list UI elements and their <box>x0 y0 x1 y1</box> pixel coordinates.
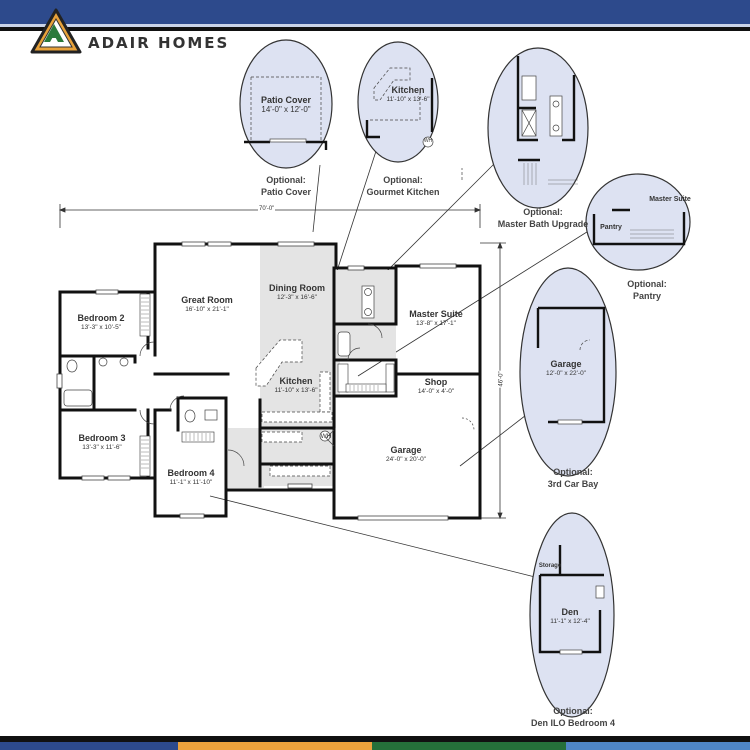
caption-patio-cover: Optional:Patio Cover <box>260 175 312 198</box>
inset-storage-label: Storage <box>538 563 562 569</box>
inset-pantry-label: Pantry <box>600 224 622 231</box>
overall-depth-dimension: 46'-0" <box>498 370 505 388</box>
footer-bar-lightblue <box>566 742 750 750</box>
inset-pantry-master-label: Master Suite <box>649 196 691 203</box>
header-stripe <box>0 24 750 27</box>
option-insets <box>239 39 691 718</box>
overall-width-dimension: 70'-0" <box>258 206 276 212</box>
caption-master-bath-upgrade: Optional:Master Bath Upgrade <box>497 207 589 230</box>
footer-bar-orange <box>178 742 372 750</box>
brand-name: ADAIR HOMES <box>88 34 230 52</box>
header-rule <box>0 27 750 31</box>
shaded-areas <box>228 244 396 488</box>
caption-3rd-car-bay: Optional:3rd Car Bay <box>547 467 599 490</box>
header-band <box>0 0 750 24</box>
footer-bar-green <box>372 742 566 750</box>
inset-kitchen-wh: WH <box>423 138 433 144</box>
caption-den-ilo-bedroom-4: Optional:Den ILO Bedroom 4 <box>530 706 616 729</box>
caption-pantry: Optional:Pantry <box>627 279 667 302</box>
adair-logo-icon <box>30 8 82 54</box>
water-heater-label: WH <box>320 433 332 440</box>
footer-rule <box>0 736 750 742</box>
caption-gourmet-kitchen: Optional:Gourmet Kitchen <box>366 175 440 198</box>
footer-bar-blue <box>0 742 178 750</box>
